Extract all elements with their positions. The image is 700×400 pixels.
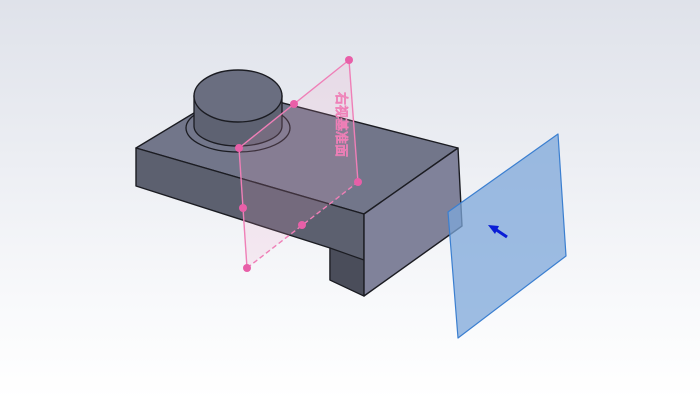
section-plane[interactable]: 右视基准面 xyxy=(235,56,362,272)
section-plane-handle[interactable] xyxy=(290,100,298,108)
section-plane-fill xyxy=(239,60,358,268)
section-plane-handle[interactable] xyxy=(345,56,353,64)
section-plane-handle[interactable] xyxy=(298,221,306,229)
boss-top xyxy=(193,69,283,123)
section-plane-edge xyxy=(348,59,359,183)
section-plane-handle[interactable] xyxy=(243,264,251,272)
section-plane-label: 右视基准面 xyxy=(333,92,348,157)
direction-arrow-icon[interactable] xyxy=(488,225,508,239)
boss-cylinder[interactable] xyxy=(185,69,291,153)
section-plane-handle[interactable] xyxy=(235,144,243,152)
section-plane-handle[interactable] xyxy=(354,178,362,186)
section-plane-handle[interactable] xyxy=(239,204,247,212)
